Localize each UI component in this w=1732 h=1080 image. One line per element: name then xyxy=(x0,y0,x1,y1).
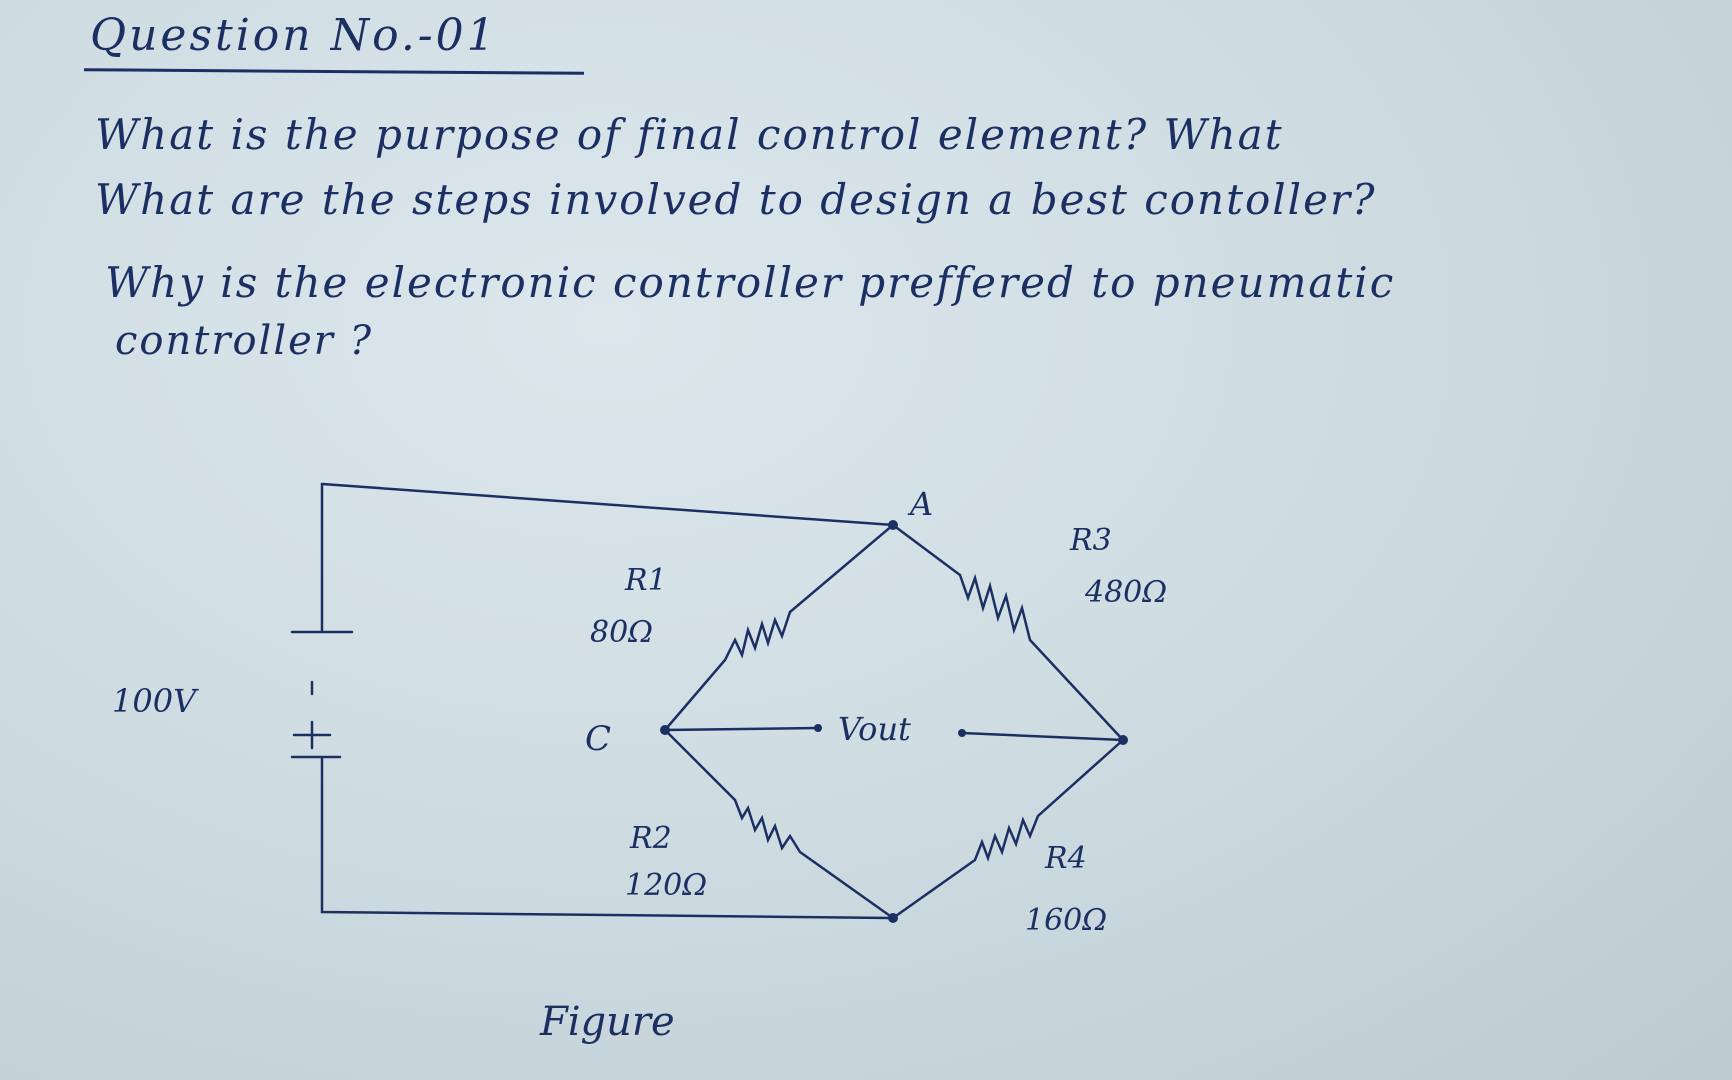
r4-resistor xyxy=(891,738,1125,920)
node-right-dot xyxy=(1118,735,1128,745)
vout-label: Vout xyxy=(838,710,911,748)
node-a-label: A xyxy=(907,485,933,523)
node-bottom-dot xyxy=(888,913,898,923)
r2-resistor xyxy=(663,728,895,920)
r3-resistor xyxy=(891,523,1125,742)
r1-value-label: 80Ω xyxy=(590,615,653,650)
r3-name-label: R3 xyxy=(1069,523,1112,558)
r2-name-label: R2 xyxy=(629,821,672,856)
question-line-3: Why is the electronic controller preffer… xyxy=(105,258,1396,307)
top-wire xyxy=(320,482,895,632)
bottom-wire xyxy=(320,756,895,920)
voltage-label: 100V xyxy=(112,682,199,720)
question-line-4: controller ? xyxy=(115,318,374,364)
question-title: Question No.-01 xyxy=(90,10,498,61)
battery-icon xyxy=(290,630,354,759)
r4-value-label: 160Ω xyxy=(1025,903,1107,938)
r1-name-label: R1 xyxy=(624,563,667,598)
r1-resistor xyxy=(663,523,895,732)
node-c-dot xyxy=(660,725,670,735)
r4-name-label: R4 xyxy=(1044,841,1087,876)
question-line-1: What is the purpose of final control ele… xyxy=(95,110,1284,159)
r2-value-label: 120Ω xyxy=(625,868,707,903)
vout-wire-right xyxy=(960,731,1125,742)
r3-value-label: 480Ω xyxy=(1084,575,1167,610)
question-line-2: What are the steps involved to design a … xyxy=(95,175,1377,224)
node-a-dot xyxy=(888,520,898,530)
vout-terminal-left xyxy=(814,724,822,732)
vout-terminal-right xyxy=(958,729,966,737)
node-c-label: C xyxy=(585,719,611,759)
figure-caption: Figure xyxy=(539,999,675,1045)
vout-wire-left xyxy=(663,726,820,732)
